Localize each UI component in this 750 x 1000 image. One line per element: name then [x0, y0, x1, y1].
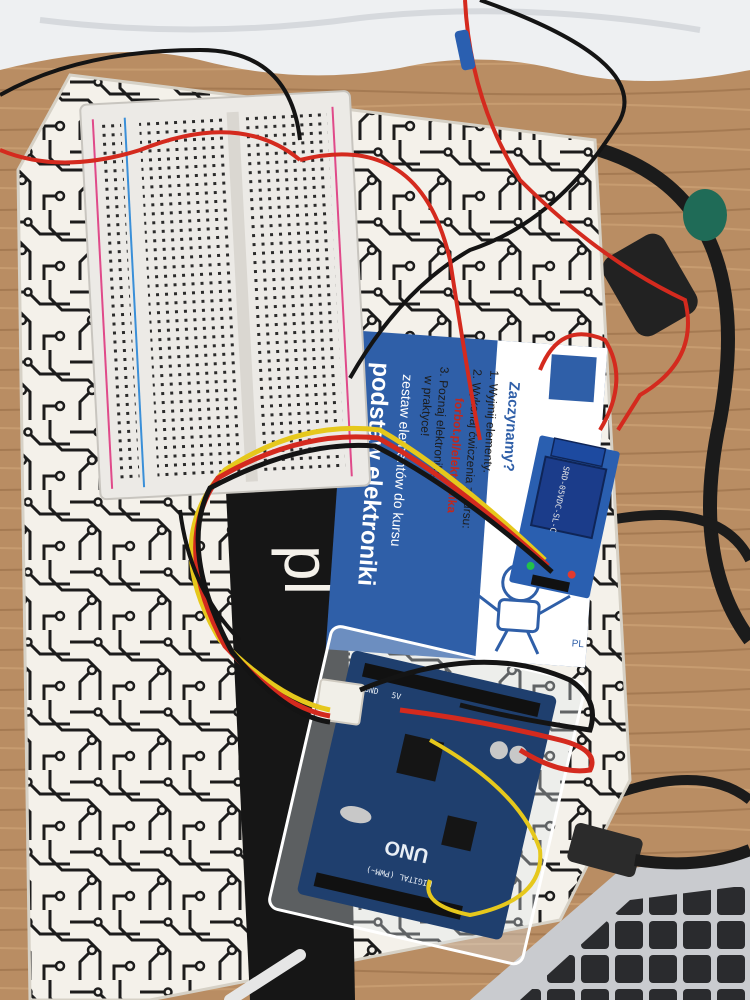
- card-domain: PL: [571, 638, 584, 650]
- red-wire-relay-loop: [538, 332, 619, 432]
- usb-chip: [441, 815, 478, 852]
- paper-towel-fold: [39, 8, 701, 33]
- breadboard-holes-right: [240, 112, 346, 477]
- relay-terminal: [550, 437, 607, 468]
- usb-connector: [567, 822, 643, 878]
- black-wire-arc: [348, 0, 627, 379]
- red-wire-long: [463, 0, 690, 432]
- red-wire-top: [0, 130, 302, 165]
- power-rail-holes: [101, 122, 140, 484]
- paper-towel: [0, 0, 750, 81]
- usb-cable: [634, 844, 750, 870]
- breadboard: [79, 90, 371, 501]
- rail-red-line-right: [331, 106, 353, 477]
- laptop-keyboard: [520, 885, 750, 1000]
- black-wire-left-bottom: [178, 509, 242, 642]
- breadboard-center-channel: [226, 111, 258, 482]
- white-jst-connector: [314, 678, 366, 726]
- wire-tip-blue: [454, 29, 476, 71]
- power-plug: [602, 233, 698, 337]
- crystal: [340, 806, 372, 824]
- logo-tile: [548, 354, 597, 403]
- card-step-3b: w praktyce!: [418, 374, 436, 437]
- rail-red-line: [91, 119, 114, 489]
- rail-blue-line: [123, 117, 146, 488]
- atmega-chip: [396, 733, 445, 782]
- dark-cable-right: [597, 143, 750, 645]
- stylus: [224, 949, 306, 1000]
- cable-clip: [683, 189, 727, 241]
- breadboard-holes-left: [138, 117, 244, 482]
- card-title: Zaczynamy?: [500, 381, 523, 472]
- led-green: [526, 561, 535, 570]
- power-header: [313, 872, 463, 920]
- arduino-5v-label: 5V: [391, 691, 403, 702]
- red-wire-arduino: [399, 707, 595, 774]
- capacitor-1: [489, 741, 508, 760]
- relay-header-pins: [530, 574, 570, 593]
- dark-cable-lower: [609, 510, 750, 563]
- ribbon-black: [195, 442, 554, 725]
- relay-block: [529, 455, 608, 540]
- black-wire-top: [0, 47, 302, 141]
- red-wire-to-relay: [299, 152, 482, 441]
- digital-header: [361, 662, 541, 717]
- black-wire-arduino: [359, 659, 595, 733]
- led-red: [567, 570, 576, 579]
- yellow-wire-arduino: [426, 738, 543, 918]
